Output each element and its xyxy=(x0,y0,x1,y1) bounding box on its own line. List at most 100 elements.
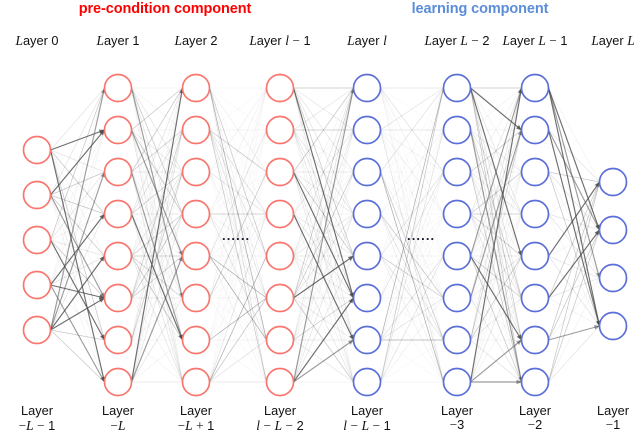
neuron-node-layer-l-minus-1-0 xyxy=(265,73,295,103)
edge xyxy=(209,255,267,299)
edge xyxy=(293,129,354,257)
neuron-node-layer-L-minus-2-0 xyxy=(442,73,472,103)
column-bottom-label-layer-L: Layer−1 xyxy=(596,403,629,433)
edge xyxy=(547,87,601,231)
edge xyxy=(131,255,183,299)
edge xyxy=(470,129,522,257)
edge xyxy=(470,297,522,341)
edge xyxy=(209,87,267,299)
edge xyxy=(50,213,105,241)
neuron-node-layer-2-0 xyxy=(181,73,211,103)
edge xyxy=(209,339,267,383)
edge xyxy=(293,213,354,299)
edge xyxy=(293,171,354,215)
edge xyxy=(50,329,105,341)
edge xyxy=(209,129,267,383)
neuron-node-layer-1-7 xyxy=(103,367,133,397)
neuron-node-layer-L-minus-1-6 xyxy=(520,325,550,355)
neuron-node-layer-l-minus-1-7 xyxy=(265,367,295,397)
edge xyxy=(130,129,184,257)
edge xyxy=(548,213,600,327)
edge xyxy=(209,129,267,257)
edge xyxy=(548,297,600,327)
neuron-node-layer-1-0 xyxy=(103,73,133,103)
edge xyxy=(209,255,267,383)
edge xyxy=(130,171,184,341)
neuron-node-layer-2-3 xyxy=(181,199,211,229)
edge xyxy=(209,171,267,215)
edge xyxy=(293,255,354,341)
edge xyxy=(50,87,105,286)
neuron-node-layer-l-4 xyxy=(352,241,382,271)
edge xyxy=(131,339,183,383)
edge xyxy=(380,255,444,299)
edge xyxy=(131,87,183,257)
neuron-node-layer-l-6 xyxy=(352,325,382,355)
edge xyxy=(50,129,105,331)
edge xyxy=(548,229,600,341)
edge xyxy=(293,171,354,383)
neuron-node-layer-L-minus-1-0 xyxy=(520,73,550,103)
edge xyxy=(470,339,522,383)
edge xyxy=(380,255,444,383)
neuron-node-layer-l-0 xyxy=(352,73,382,103)
neuron-node-layer-2-4 xyxy=(181,241,211,271)
edge xyxy=(209,87,267,299)
neuron-node-layer-l-minus-1-2 xyxy=(265,157,295,187)
edge xyxy=(469,129,523,383)
edge xyxy=(293,255,354,299)
edge xyxy=(470,87,522,215)
edge xyxy=(470,213,522,299)
neuron-node-layer-2-1 xyxy=(181,115,211,145)
edge xyxy=(293,87,354,131)
edge xyxy=(380,129,444,215)
edge xyxy=(209,213,267,383)
column-bottom-label-layer-2: Layer−L + 1 xyxy=(177,403,215,434)
edge xyxy=(130,213,184,341)
edge xyxy=(50,129,106,151)
column-top-label-layer-L: Layer L xyxy=(591,33,635,48)
edge xyxy=(131,87,183,131)
edge xyxy=(470,129,522,257)
edge xyxy=(131,87,183,173)
edge xyxy=(293,129,354,215)
edge xyxy=(469,129,523,299)
edge xyxy=(380,171,444,299)
edge xyxy=(548,171,600,327)
edge xyxy=(548,181,600,383)
edge xyxy=(209,129,267,173)
edge xyxy=(209,171,267,299)
edge xyxy=(50,329,105,383)
edge xyxy=(50,239,105,257)
neuron-node-layer-l-minus-1-5 xyxy=(265,283,295,313)
edge xyxy=(380,129,444,215)
edge xyxy=(380,87,444,383)
edge xyxy=(469,87,523,257)
edge xyxy=(131,129,183,299)
neuron-node-layer-0-0 xyxy=(22,135,52,165)
edge xyxy=(131,87,183,215)
edge xyxy=(548,87,600,183)
edge xyxy=(548,181,600,341)
edge xyxy=(49,87,106,331)
edge xyxy=(50,171,105,241)
edge xyxy=(50,255,105,331)
edge xyxy=(548,129,600,183)
neuron-node-layer-L-minus-2-6 xyxy=(442,325,472,355)
edge xyxy=(209,213,267,257)
edge xyxy=(293,213,354,341)
edge xyxy=(50,171,105,286)
edges xyxy=(49,87,601,385)
edge xyxy=(131,213,183,341)
neuron-node-layer-1-4 xyxy=(103,241,133,271)
edge xyxy=(209,129,267,341)
edge xyxy=(209,129,267,299)
edge xyxy=(548,171,600,183)
edge xyxy=(470,87,522,173)
neuron-node-layer-L-2 xyxy=(598,263,628,293)
edge xyxy=(548,171,600,231)
edge xyxy=(470,255,522,299)
column-top-label-layer-l-minus-1: Layer l − 1 xyxy=(249,33,311,48)
edge xyxy=(380,87,444,173)
